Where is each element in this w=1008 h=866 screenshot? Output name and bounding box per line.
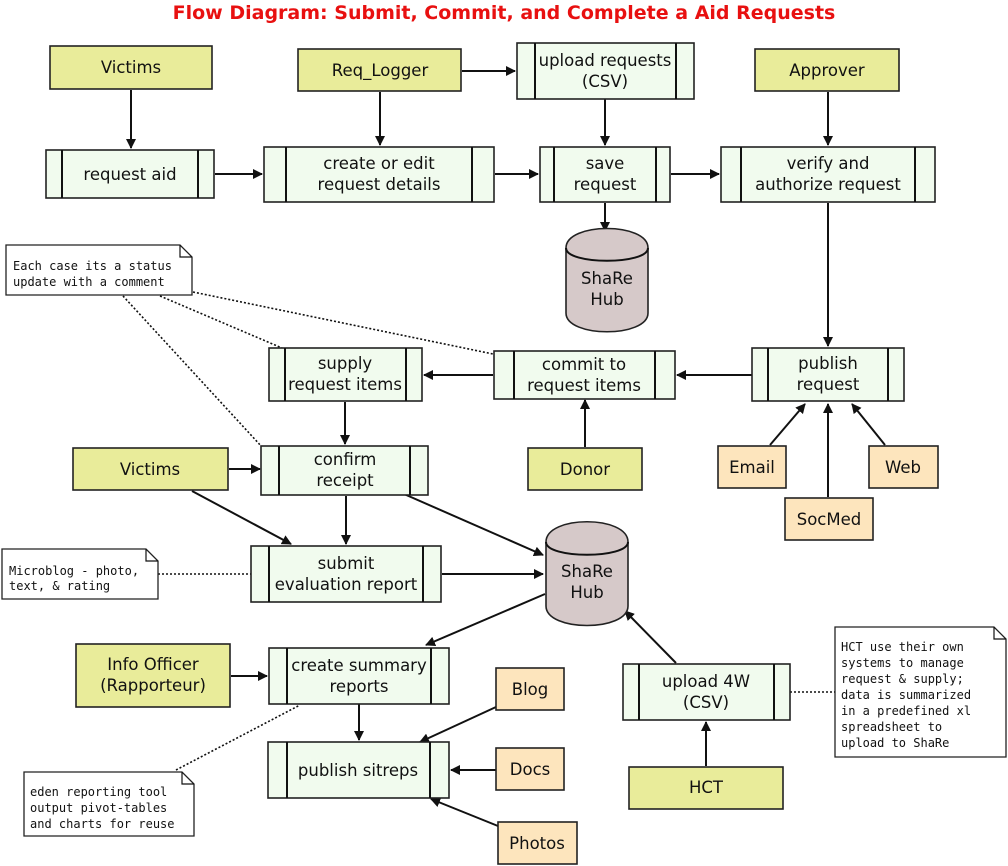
actor-approver: Approver bbox=[754, 48, 900, 92]
process-publish-sitreps: publish sitreps bbox=[267, 741, 450, 799]
svg-text:Docs: Docs bbox=[510, 760, 550, 779]
svg-text:eden reporting tool: eden reporting tool bbox=[30, 785, 167, 799]
process-commit-items: commit to request items bbox=[493, 350, 676, 400]
svg-text:Each case its a status: Each case its a status bbox=[13, 259, 172, 273]
note-hct: HCT use their own systems to manage requ… bbox=[834, 626, 1007, 758]
svg-text:commit to: commit to bbox=[542, 355, 626, 374]
flow-edges bbox=[126, 66, 886, 827]
svg-text:save: save bbox=[586, 154, 625, 173]
svg-text:confirm: confirm bbox=[314, 450, 377, 469]
channel-blog: Blog bbox=[495, 667, 565, 711]
svg-text:in a predefined xl: in a predefined xl bbox=[841, 704, 971, 718]
svg-text:request details: request details bbox=[318, 175, 441, 194]
process-confirm-receipt: confirm receipt bbox=[260, 445, 429, 496]
svg-text:Approver: Approver bbox=[789, 61, 865, 80]
svg-text:upload to ShaRe: upload to ShaRe bbox=[841, 736, 949, 750]
svg-text:upload 4W: upload 4W bbox=[662, 672, 750, 691]
note-status-update: Each case its a status update with a com… bbox=[5, 244, 193, 296]
svg-text:request items: request items bbox=[288, 375, 402, 394]
actor-victims-top: Victims bbox=[49, 45, 213, 90]
svg-text:text, & rating: text, & rating bbox=[9, 579, 110, 593]
svg-text:Blog: Blog bbox=[512, 680, 548, 699]
process-upload-requests: upload requests (CSV) bbox=[516, 42, 695, 100]
svg-text:ShaRe: ShaRe bbox=[561, 562, 613, 581]
svg-text:receipt: receipt bbox=[316, 471, 374, 490]
svg-text:Donor: Donor bbox=[560, 460, 610, 479]
svg-text:(CSV): (CSV) bbox=[683, 693, 729, 712]
svg-text:request: request bbox=[797, 375, 860, 394]
svg-text:Photos: Photos bbox=[509, 834, 565, 853]
svg-text:request: request bbox=[574, 175, 637, 194]
process-publish-request: publish request bbox=[751, 347, 905, 402]
svg-text:Victims: Victims bbox=[101, 58, 161, 77]
channel-docs: Docs bbox=[495, 747, 565, 791]
svg-text:submit: submit bbox=[318, 554, 375, 573]
svg-text:HCT use their own: HCT use their own bbox=[841, 640, 964, 654]
note-eden-reporting: eden reporting tool output pivot-tables … bbox=[23, 771, 195, 837]
channel-socmed: SocMed bbox=[784, 497, 874, 541]
svg-text:authorize request: authorize request bbox=[755, 175, 901, 194]
svg-text:publish: publish bbox=[798, 354, 858, 373]
svg-text:data is summarized: data is summarized bbox=[841, 688, 971, 702]
channel-photos: Photos bbox=[497, 821, 578, 865]
process-submit-evaluation: submit evaluation report bbox=[250, 545, 442, 603]
actor-hct: HCT bbox=[628, 766, 784, 810]
svg-text:(Rapporteur): (Rapporteur) bbox=[100, 676, 206, 695]
note-microblog: Microblog - photo, text, & rating bbox=[1, 548, 159, 600]
svg-text:Hub: Hub bbox=[570, 583, 603, 602]
diagram-title: Flow Diagram: Submit, Commit, and Comple… bbox=[172, 2, 836, 24]
svg-text:reports: reports bbox=[330, 677, 389, 696]
svg-text:publish sitreps: publish sitreps bbox=[298, 761, 418, 780]
actor-req-logger: Req_Logger bbox=[297, 48, 462, 92]
svg-text:Microblog - photo,: Microblog - photo, bbox=[9, 564, 139, 578]
process-create-edit: create or edit request details bbox=[263, 146, 495, 203]
svg-text:(CSV): (CSV) bbox=[582, 72, 628, 91]
actor-victims-mid: Victims bbox=[72, 447, 229, 491]
svg-text:evaluation report: evaluation report bbox=[275, 575, 418, 594]
process-upload-4w: upload 4W (CSV) bbox=[622, 663, 791, 721]
actor-donor: Donor bbox=[527, 447, 643, 491]
actor-info-officer: Info Officer (Rapporteur) bbox=[75, 643, 231, 708]
svg-text:systems to manage: systems to manage bbox=[841, 656, 964, 670]
svg-text:Web: Web bbox=[885, 458, 921, 477]
svg-text:Info Officer: Info Officer bbox=[107, 655, 199, 674]
svg-text:output pivot-tables: output pivot-tables bbox=[30, 801, 167, 815]
process-verify-authorize: verify and authorize request bbox=[720, 146, 936, 203]
svg-text:ShaRe: ShaRe bbox=[581, 269, 633, 288]
svg-text:Hub: Hub bbox=[590, 290, 623, 309]
svg-text:create summary: create summary bbox=[291, 656, 427, 675]
svg-text:HCT: HCT bbox=[689, 778, 724, 797]
svg-text:Victims: Victims bbox=[120, 460, 180, 479]
svg-text:create or edit: create or edit bbox=[323, 154, 435, 173]
svg-text:request aid: request aid bbox=[83, 165, 176, 184]
svg-text:upload requests: upload requests bbox=[539, 51, 672, 70]
process-request-aid: request aid bbox=[45, 149, 215, 199]
note-connectors bbox=[122, 291, 835, 771]
svg-text:Email: Email bbox=[729, 458, 775, 477]
svg-text:and charts for reuse: and charts for reuse bbox=[30, 817, 175, 831]
process-supply-items: supply request items bbox=[268, 347, 423, 402]
svg-text:request & supply;: request & supply; bbox=[841, 672, 964, 686]
svg-text:spreadsheet to: spreadsheet to bbox=[841, 720, 942, 734]
process-create-summary: create summary reports bbox=[268, 647, 450, 705]
channel-web: Web bbox=[868, 445, 939, 489]
svg-text:SocMed: SocMed bbox=[797, 510, 862, 529]
svg-text:verify and: verify and bbox=[787, 154, 870, 173]
svg-text:request items: request items bbox=[527, 376, 641, 395]
svg-text:supply: supply bbox=[318, 354, 373, 373]
svg-text:Req_Logger: Req_Logger bbox=[332, 61, 429, 81]
channel-email: Email bbox=[717, 445, 787, 489]
svg-text:update with a comment: update with a comment bbox=[13, 275, 165, 289]
process-save-request: save request bbox=[539, 146, 671, 203]
database-share-hub-mid: ShaRe Hub bbox=[545, 520, 629, 627]
database-share-hub-top: ShaRe Hub bbox=[565, 227, 649, 333]
